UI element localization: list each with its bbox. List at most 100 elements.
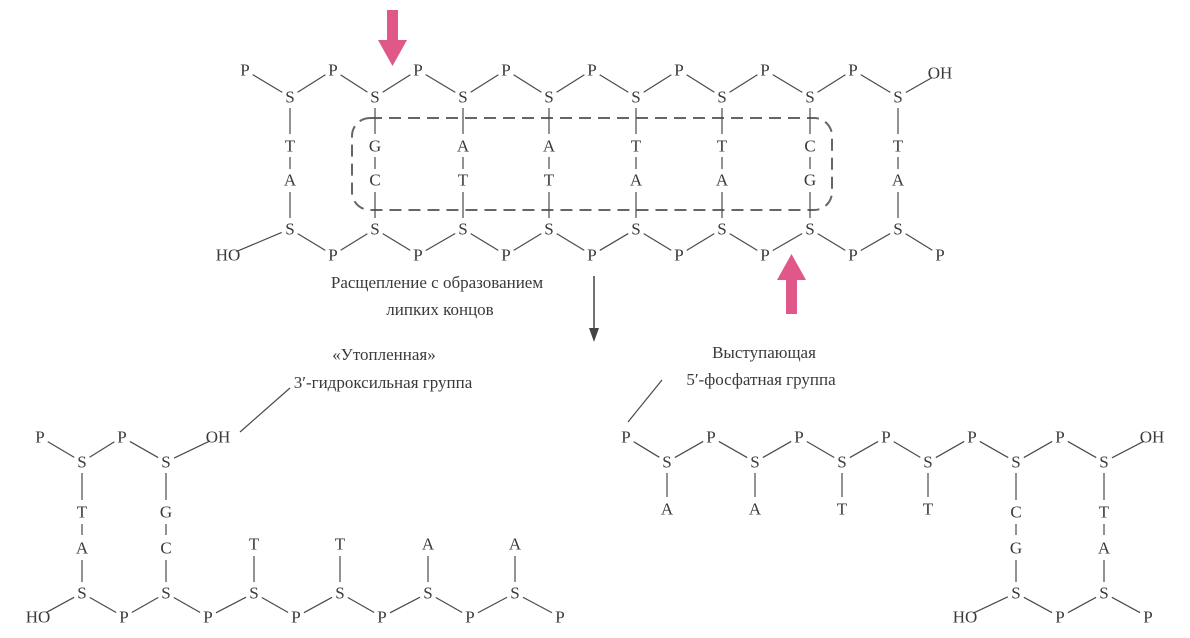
duplex-bottom-phosphate: P: [328, 246, 337, 265]
overhang-caption-line2: 5′-фосфатная группа: [686, 370, 836, 389]
left-fragment-bottom-phosphate: P: [555, 608, 564, 627]
duplex-bottom-backbone-bond: [860, 232, 891, 252]
left-fragment-overhang-base: A: [422, 535, 435, 554]
left-fragment-top-base: T: [77, 503, 88, 522]
left-fragment-top-backbone-bond: [129, 440, 159, 459]
duplex-top-base: A: [543, 137, 556, 156]
duplex-bottom-phosphate: P: [413, 246, 422, 265]
duplex-bottom-base: T: [458, 171, 469, 190]
left-fragment-bottom-backbone-bond: [215, 596, 247, 614]
right-fragment-top-phosphate: P: [621, 428, 630, 447]
duplex-bottom-sugar: S: [805, 220, 814, 239]
left-fragment-bottom-sugar: S: [510, 584, 519, 603]
cut-arrow-bottom: [777, 254, 806, 314]
duplex-top-base: T: [631, 137, 642, 156]
duplex-bottom-backbone-bond: [556, 233, 585, 251]
left-fragment-top-sugar: S: [77, 453, 86, 472]
duplex-top-base: T: [285, 137, 296, 156]
left-fragment-bottom-sugar: S: [335, 584, 344, 603]
duplex-bottom-phosphate: P: [674, 246, 683, 265]
right-fragment-top-sugar: S: [837, 453, 846, 472]
duplex-top-base: T: [717, 137, 728, 156]
right-fragment-top-base: C: [1010, 503, 1021, 522]
duplex-top-backbone-bond: [470, 74, 499, 93]
right-fragment-top-backbone-bond: [935, 440, 965, 459]
duplex-top-sugar: S: [370, 88, 379, 107]
recognition-site-box: [351, 117, 833, 211]
duplex-bottom-backbone-bond: [340, 233, 368, 251]
left-fragment-bottom-backbone-bond: [477, 596, 508, 614]
right-fragment-top-backbone-bond: [979, 440, 1009, 459]
duplex-top-backbone-bond: [340, 74, 368, 93]
left-fragment-bottom-sugar: S: [249, 584, 258, 603]
duplex-top-sugar: S: [717, 88, 726, 107]
duplex-top-backbone-bond: [686, 74, 715, 93]
right-fragment-top-phosphate: P: [1055, 428, 1064, 447]
right-fragment-overhang-base: A: [749, 500, 762, 519]
left-fragment-bottom-backbone-bond: [173, 596, 201, 614]
right-fragment-top-sugar: S: [750, 453, 759, 472]
right-fragment-top-backbone-bond: [1111, 440, 1145, 459]
left-fragment-top-hydroxyl: OH: [206, 428, 231, 447]
duplex-top-phosphate: P: [328, 61, 337, 80]
left-fragment-bottom-sugar: S: [423, 584, 432, 603]
overhang-leader-line: [627, 379, 663, 423]
duplex-bottom-backbone-bond: [513, 233, 542, 251]
duplex-bottom-backbone-bond: [729, 233, 758, 251]
duplex-top-base: G: [369, 137, 381, 156]
right-fragment-top-backbone-bond: [806, 441, 835, 458]
process-arrow: [589, 276, 599, 342]
left-fragment-bottom-backbone-bond: [435, 596, 463, 614]
duplex-top-backbone-bond: [382, 74, 411, 93]
right-fragment-top-sugar: S: [662, 453, 671, 472]
duplex-bottom-backbone-bond: [297, 233, 326, 251]
cleavage-caption-line1: Расщепление с образованием: [331, 273, 543, 292]
right-fragment-bottom-phosphate: P: [1055, 608, 1064, 627]
right-fragment-bottom-base: A: [1098, 539, 1111, 558]
duplex-top-hydroxyl: OH: [928, 64, 953, 83]
duplex-top-backbone-bond: [905, 76, 933, 94]
duplex-top-phosphate: P: [760, 61, 769, 80]
right-fragment-bottom-sugar: S: [1099, 584, 1108, 603]
duplex-top-phosphate: P: [413, 61, 422, 80]
duplex-bottom-phosphate: P: [501, 246, 510, 265]
left-fragment-bottom-backbone-bond: [522, 596, 553, 614]
left-fragment-bottom-sugar: S: [77, 584, 86, 603]
duplex-bottom-backbone-bond: [599, 233, 629, 251]
duplex-top-sugar: S: [544, 88, 553, 107]
right-fragment-top-base: T: [1099, 503, 1110, 522]
right-fragment-top-sugar: S: [923, 453, 932, 472]
right-fragment-top-hydroxyl: OH: [1140, 428, 1165, 447]
duplex-bottom-phosphate: P: [848, 246, 857, 265]
duplex-top-backbone-bond: [643, 74, 672, 93]
duplex-top-backbone-bond: [772, 74, 803, 93]
left-fragment-top-backbone-bond: [47, 441, 75, 458]
recessed-caption-line1: «Утопленная»: [332, 345, 435, 364]
duplex-top-sugar: S: [893, 88, 902, 107]
duplex-bottom-base: A: [630, 171, 643, 190]
duplex-bottom-backbone-bond: [470, 233, 499, 251]
right-fragment-bottom-base: G: [1010, 539, 1022, 558]
duplex-top-base: A: [457, 137, 470, 156]
left-fragment-bottom-sugar: S: [161, 584, 170, 603]
left-fragment-overhang-base: A: [509, 535, 522, 554]
duplex-top-sugar: S: [631, 88, 640, 107]
right-fragment-top-phosphate: P: [706, 428, 715, 447]
left-fragment-overhang-base: T: [249, 535, 260, 554]
right-fragment-top-backbone-bond: [849, 440, 879, 459]
recessed-leader-line: [239, 387, 291, 433]
right-fragment-top-backbone-bond: [718, 440, 748, 459]
right-fragment-bottom-backbone-bond: [1023, 596, 1053, 614]
left-fragment-top-backbone-bond: [173, 440, 211, 459]
right-fragment-bottom-backbone-bond: [972, 596, 1009, 614]
duplex-top-sugar: S: [285, 88, 294, 107]
left-fragment-bottom-hydroxyl: HO: [26, 608, 51, 627]
right-fragment-top-sugar: S: [1099, 453, 1108, 472]
duplex-bottom-base: G: [804, 171, 816, 190]
right-fragment-top-phosphate: P: [881, 428, 890, 447]
left-fragment-top-backbone-bond: [89, 441, 115, 458]
right-fragment-top-sugar: S: [1011, 453, 1020, 472]
left-fragment-bottom-backbone-bond: [45, 596, 75, 614]
right-fragment-top-backbone-bond: [1067, 440, 1097, 459]
